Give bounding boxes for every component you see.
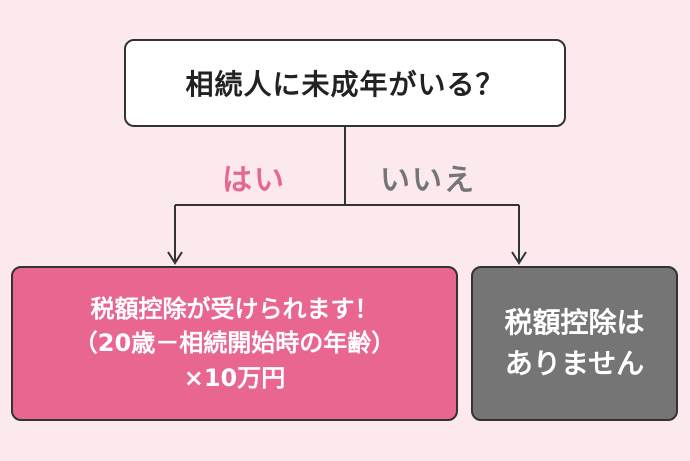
yes-arrowhead-icon	[167, 251, 183, 265]
no-result-box: 税額控除は ありません	[471, 266, 678, 421]
yes-branch-label: はい	[222, 163, 286, 198]
no-arrowhead-icon	[511, 251, 527, 265]
yes-result-box: 税額控除が受けられます！ （20歳－相続開始時の年齢） ×10万円	[11, 266, 458, 421]
no-result-line-1: 税額控除は	[504, 305, 645, 339]
question-text: 相続人に未成年がいる？	[185, 68, 505, 101]
no-result-line-2: ありません	[504, 346, 645, 380]
yes-result-line-2: （20歳－相続開始時の年齢）	[73, 329, 396, 358]
no-branch-label: いいえ	[380, 163, 476, 198]
yes-result-line-1: 税額控除が受けられます！	[90, 295, 379, 324]
yes-result-line-3: ×10万円	[183, 363, 286, 392]
question-box: 相続人に未成年がいる？	[124, 39, 566, 127]
